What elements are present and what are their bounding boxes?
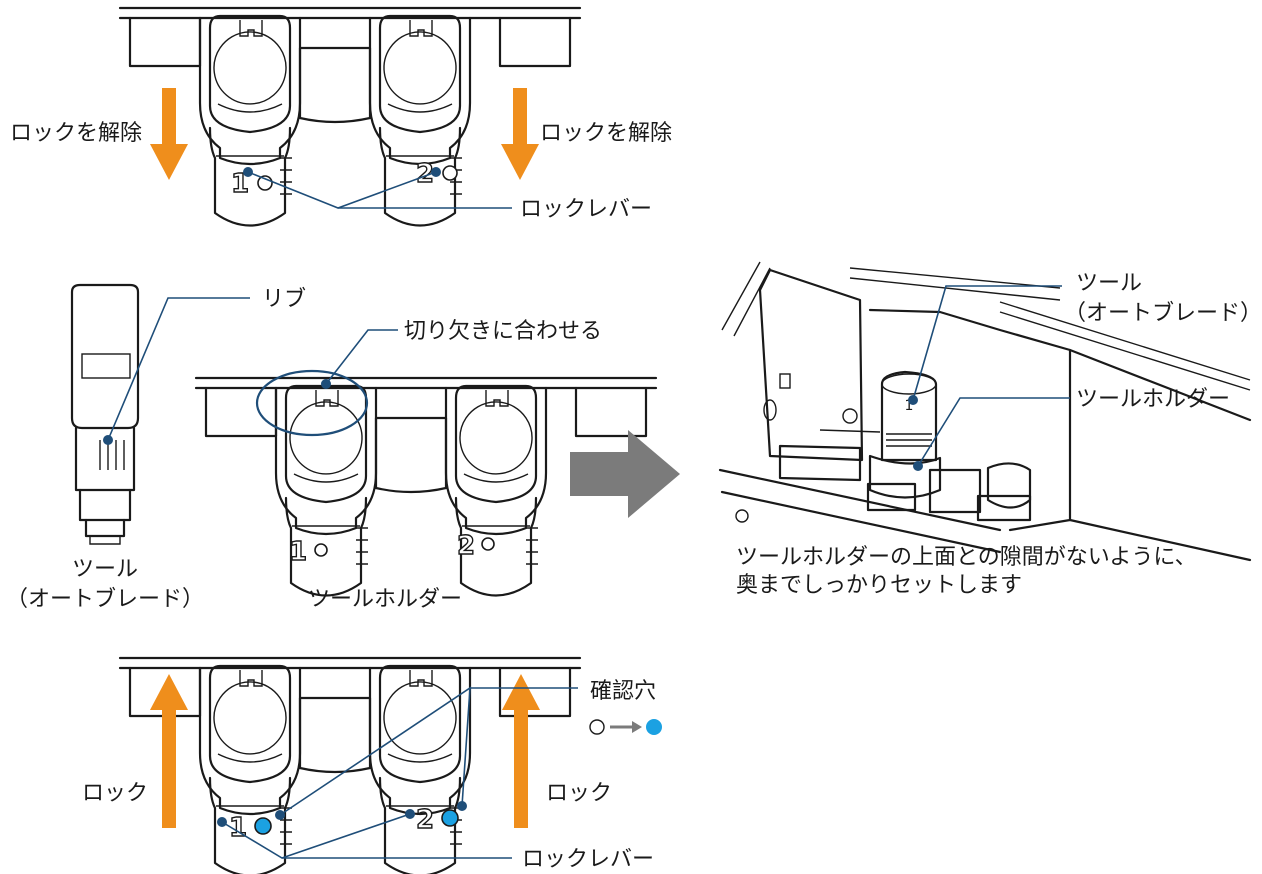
middle-holder-unit: 1 2 xyxy=(194,376,658,597)
bottom-check-hole-1 xyxy=(254,817,272,835)
photo-tool-leader xyxy=(908,285,1062,405)
notch-leader xyxy=(321,329,398,389)
middle-check-hole-2 xyxy=(481,537,495,551)
top-unlock-arrow-right xyxy=(501,88,539,180)
top-unlock-label-left: ロックを解除 xyxy=(10,121,142,146)
bottom-holder-number-2: 2 xyxy=(416,805,434,835)
next-step-arrow xyxy=(570,430,680,518)
photo-tool-label-line2: （オートブレード） xyxy=(1064,301,1262,326)
top-lock-lever-leaders xyxy=(243,167,512,209)
bottom-lock-label-right: ロック xyxy=(546,781,612,806)
installed-tool-number: 1 xyxy=(905,398,914,414)
notch-highlight-ellipse xyxy=(255,369,369,437)
auto-blade-tool xyxy=(70,283,140,545)
photo-holder-leader xyxy=(913,397,1070,471)
top-holder-number-1: 1 xyxy=(231,169,249,199)
filled-circle-icon xyxy=(646,719,662,735)
bottom-holder-unit: 1 2 xyxy=(118,656,582,874)
installed-tool-illustration: 1 xyxy=(718,261,1252,562)
confirm-hole-leaders xyxy=(275,686,578,820)
rib-leader xyxy=(103,297,250,445)
bottom-holder-number-1: 1 xyxy=(229,813,247,843)
tool-holder-label: ツールホルダー xyxy=(308,587,462,612)
confirm-hole-label: 確認穴 xyxy=(590,679,656,704)
top-unlock-arrow-left xyxy=(150,88,188,180)
middle-holder-number-1: 1 xyxy=(289,537,307,567)
caption-line2: 奥までしっかりセットします xyxy=(736,573,1022,598)
middle-holder-number-2: 2 xyxy=(457,531,475,561)
photo-tool-holder-label: ツールホルダー xyxy=(1076,387,1230,412)
bottom-lock-arrow-left xyxy=(150,674,188,828)
top-unlock-label-right: ロックを解除 xyxy=(540,121,672,146)
bottom-lock-lever-label: ロックレバー xyxy=(522,847,654,872)
top-lock-lever-label: ロックレバー xyxy=(520,197,652,222)
tool-label-line1: ツール xyxy=(72,557,138,582)
bottom-lock-lever-leaders xyxy=(217,809,512,859)
bottom-check-hole-2 xyxy=(441,809,459,827)
empty-circle-icon xyxy=(589,719,605,735)
bottom-lock-arrow-right xyxy=(502,674,540,828)
bottom-lock-label-left: ロック xyxy=(82,781,148,806)
photo-tool-label-line1: ツール xyxy=(1076,271,1142,296)
rib-label: リブ xyxy=(262,287,306,312)
caption-line1: ツールホルダーの上面との隙間がないように、 xyxy=(736,545,1197,570)
top-holder-unit: 1 2 xyxy=(118,6,582,227)
top-check-hole-2 xyxy=(442,165,458,181)
confirm-hole-legend xyxy=(589,719,662,735)
align-notch-label: 切り欠きに合わせる xyxy=(404,319,602,344)
tool-label-line2: （オートブレード） xyxy=(6,587,204,612)
middle-check-hole-1 xyxy=(314,543,328,557)
top-holder-number-2: 2 xyxy=(416,159,434,189)
